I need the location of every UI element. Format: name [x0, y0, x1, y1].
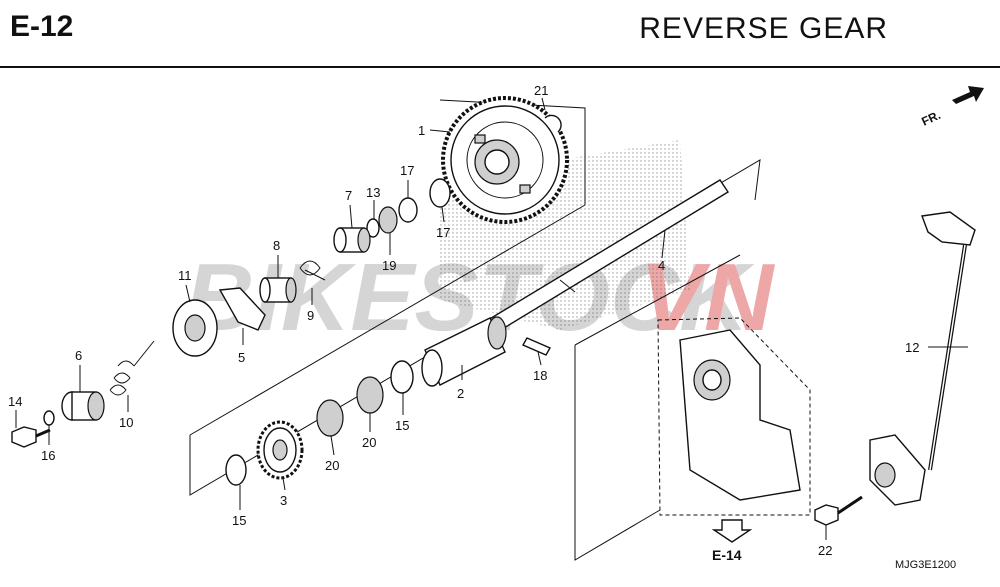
front-arrow-icon	[952, 86, 984, 104]
thrust-washer-part-a	[429, 178, 451, 208]
reverse-cam-part	[172, 299, 218, 357]
reference-label: E-14	[712, 547, 742, 563]
torsion-spring-part	[299, 260, 326, 281]
needle-bearing-part	[378, 206, 398, 234]
callout-14: 14	[8, 394, 22, 409]
callout-17a: 17	[400, 163, 414, 178]
small-washer-part	[43, 410, 55, 426]
thrust-washer-part-c	[225, 454, 247, 486]
flange-bolt-part	[11, 426, 51, 448]
callout-2: 2	[457, 386, 464, 401]
shift-arm-part	[869, 211, 976, 506]
callout-10: 10	[119, 415, 133, 430]
down-arrow-icon	[711, 519, 753, 543]
callout-5: 5	[238, 350, 245, 365]
callout-4: 4	[658, 258, 665, 273]
snap-ring-part	[366, 218, 380, 238]
callout-20b: 20	[362, 435, 376, 450]
callout-6: 6	[75, 348, 82, 363]
callout-13: 13	[366, 185, 380, 200]
diagram-title: REVERSE GEAR	[639, 12, 888, 45]
callout-21: 21	[534, 83, 548, 98]
shift-sleeve-part	[421, 316, 507, 387]
callout-9: 9	[307, 308, 314, 323]
callout-15a: 15	[232, 513, 246, 528]
header-divider	[0, 66, 1000, 68]
diagram-code-title: E-12	[10, 10, 74, 43]
needle-bearing-part-a	[316, 399, 344, 437]
diagram-code: MJG3E1200	[895, 559, 956, 571]
callout-12: 12	[905, 340, 919, 355]
callout-22: 22	[818, 543, 832, 558]
callout-17b: 17	[436, 225, 450, 240]
callout-8: 8	[273, 238, 280, 253]
reverse-gear-part	[441, 96, 569, 224]
arm-bolt-part	[814, 495, 863, 526]
case-bracket-part	[679, 329, 801, 501]
callout-16: 16	[41, 448, 55, 463]
thrust-washer-part-d	[390, 360, 414, 394]
needle-bearing-part-b	[356, 376, 384, 414]
callout-15b: 15	[395, 418, 409, 433]
return-spring-part	[109, 340, 155, 396]
callout-19: 19	[382, 258, 396, 273]
bushing-part	[259, 277, 297, 303]
idle-gear-part	[256, 420, 304, 480]
reference-marker: E-14	[711, 519, 753, 563]
callout-7: 7	[345, 188, 352, 203]
callout-3: 3	[280, 493, 287, 508]
spring-collar-part	[61, 391, 105, 421]
callout-20a: 20	[325, 458, 339, 473]
collar-part	[333, 227, 371, 253]
circlip-part	[544, 114, 562, 133]
callout-1: 1	[418, 123, 425, 138]
callout-labels: 1 2 3 4 5 6 7 8 9 10 11 12 13 14 15 15 1…	[8, 83, 919, 558]
front-direction-marker: FR.	[919, 86, 984, 129]
dowel-pin-part	[522, 337, 551, 356]
stopper-plate-part	[218, 287, 266, 331]
callout-11: 11	[178, 268, 192, 283]
leader-lines	[15, 97, 968, 540]
callout-18: 18	[533, 368, 547, 383]
thrust-washer-part-b	[398, 197, 418, 223]
front-label: FR.	[919, 108, 942, 129]
